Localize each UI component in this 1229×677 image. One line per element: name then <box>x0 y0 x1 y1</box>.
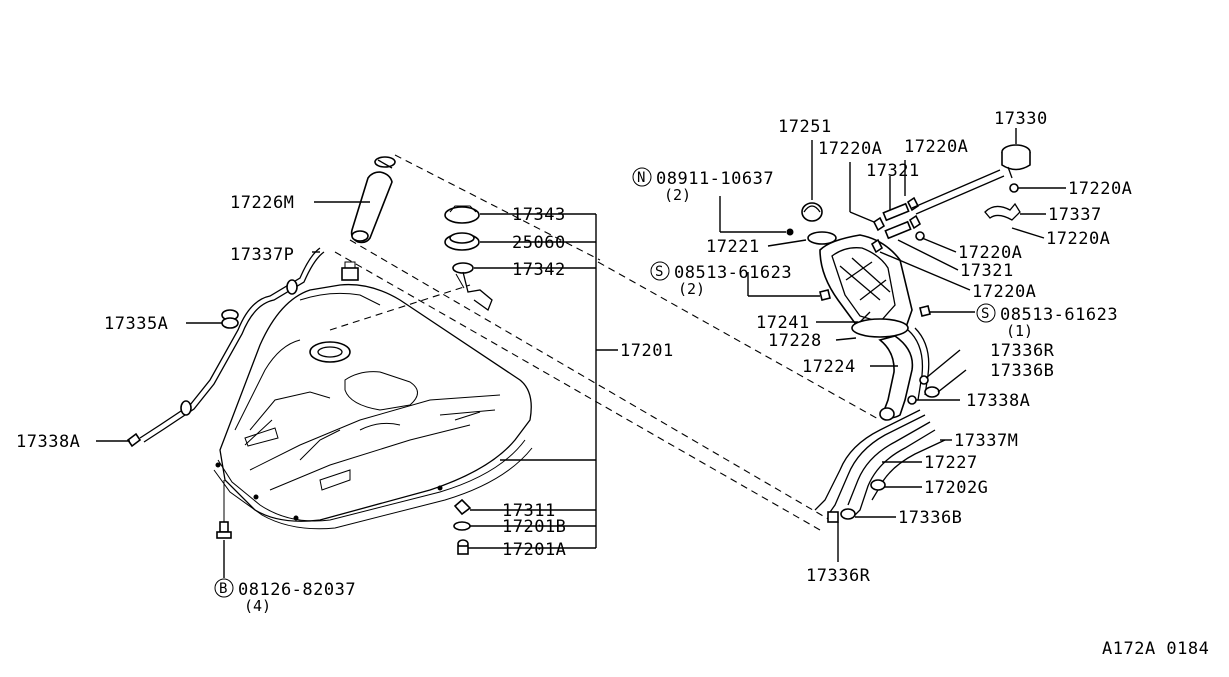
fastener-n-code: 08911-10637 <box>656 169 774 189</box>
fastener-n-qty: (2) <box>664 186 691 204</box>
figure-code: A172A 0184 <box>1102 639 1209 659</box>
label-17342: 17342 <box>512 260 566 280</box>
fastener-s-right-qty: (1) <box>1006 322 1033 340</box>
label-17220A-b: 17220A <box>904 137 968 157</box>
fastener-callout-s-right: S 08513-61623 (1) <box>976 303 1118 340</box>
fuel-lines <box>814 409 946 523</box>
label-17321-b: 17321 <box>960 261 1014 281</box>
label-17226M: 17226M <box>230 193 294 213</box>
label-17337: 17337 <box>1048 205 1102 225</box>
fastener-b-code: 08126-82037 <box>238 580 356 600</box>
label-17335A: 17335A <box>104 314 168 334</box>
label-17221: 17221 <box>706 237 760 257</box>
fastener-b-qty: (4) <box>244 597 271 615</box>
label-17336B-b: 17336B <box>898 508 962 528</box>
fastener-callout-s-left: S 08513-61623 (2) <box>650 261 792 298</box>
label-17201: 17201 <box>620 341 674 361</box>
sender-unit-parts <box>444 205 493 312</box>
fastener-s-left-prefix: S <box>655 264 663 280</box>
fastener-s-right-prefix: S <box>981 306 989 322</box>
label-17228: 17228 <box>768 331 822 351</box>
label-17220A-e: 17220A <box>958 243 1022 263</box>
fastener-callout-n: N 08911-10637 (2) <box>632 167 774 204</box>
fastener-callout-b: B 08126-82037 (4) <box>214 578 356 615</box>
label-17224: 17224 <box>802 357 856 377</box>
breather-tube <box>126 247 325 448</box>
label-17227: 17227 <box>924 453 978 473</box>
label-17338A-right: 17338A <box>966 391 1030 411</box>
label-17201B: 17201B <box>502 517 566 537</box>
fastener-s-left-code: 08513-61623 <box>674 263 792 283</box>
label-17338A-left: 17338A <box>16 432 80 452</box>
dashed-guide-lines <box>329 154 881 531</box>
fastener-b-prefix: B <box>219 581 227 597</box>
part-labels: 17226M 17337P 17335A 17338A 17343 25060 … <box>16 109 1132 586</box>
filler-hose <box>350 156 396 244</box>
label-17321-a: 17321 <box>866 161 920 181</box>
vent-hose-parts <box>870 144 1031 254</box>
label-17311: 17311 <box>502 501 556 521</box>
label-17337M: 17337M <box>954 431 1018 451</box>
filler-neck-assembly <box>786 202 940 421</box>
label-17337P: 17337P <box>230 245 294 265</box>
label-17336R-a: 17336R <box>990 341 1055 361</box>
clamp-17335a <box>221 309 239 329</box>
label-17220A-a: 17220A <box>818 139 882 159</box>
fastener-n-prefix: N <box>637 170 645 186</box>
fastener-s-left-qty: (2) <box>678 280 705 298</box>
label-17220A-f: 17220A <box>972 282 1036 302</box>
label-17336B-a: 17336B <box>990 361 1054 381</box>
label-17202G: 17202G <box>924 478 988 498</box>
label-17220A-c: 17220A <box>1068 179 1132 199</box>
label-17343: 17343 <box>512 205 566 225</box>
label-17241: 17241 <box>756 313 810 333</box>
label-25060: 25060 <box>512 233 566 253</box>
fuel-tank <box>213 261 533 530</box>
leader-lines <box>96 128 1066 578</box>
label-17201A: 17201A <box>502 540 566 560</box>
label-17251: 17251 <box>778 117 832 137</box>
fastener-s-right-code: 08513-61623 <box>1000 305 1118 325</box>
label-17330: 17330 <box>994 109 1048 129</box>
label-17336R-b: 17336R <box>806 566 871 586</box>
label-17220A-d: 17220A <box>1046 229 1110 249</box>
